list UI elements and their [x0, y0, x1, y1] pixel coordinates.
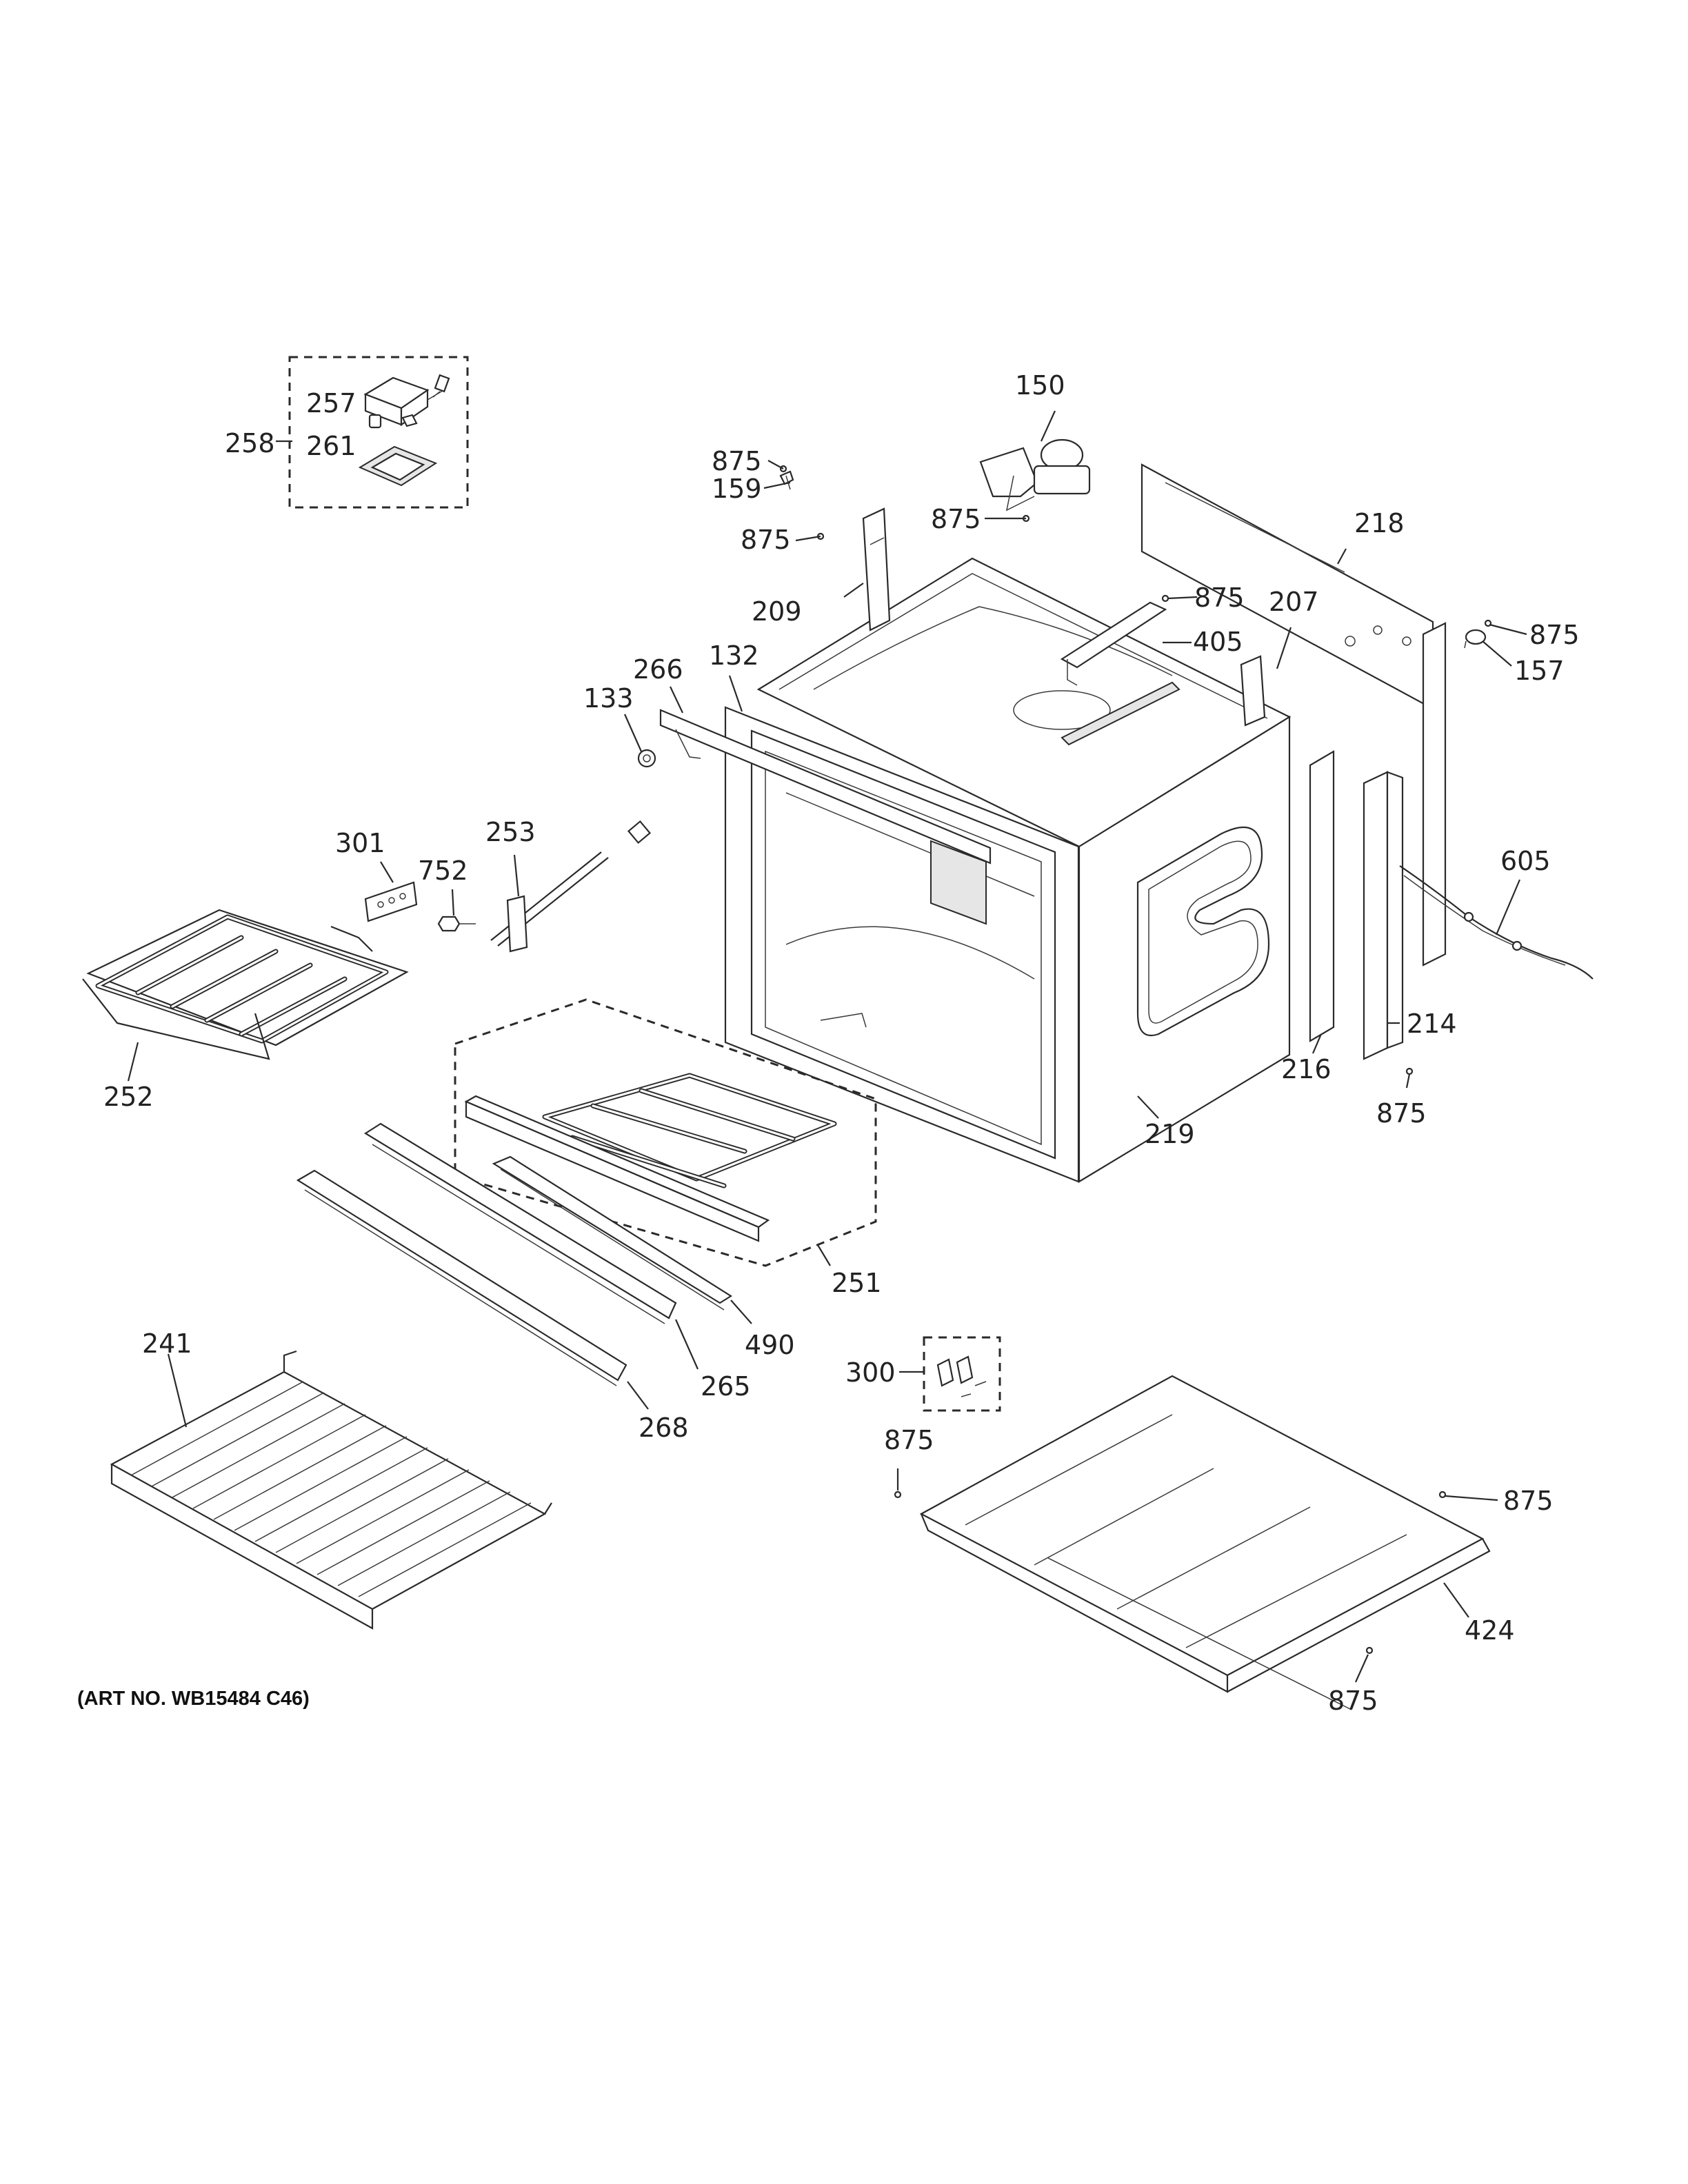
part-424-bottom-pan [919, 1375, 1491, 1710]
callout-605: 605 [1500, 846, 1551, 876]
callout-268: 268 [639, 1413, 689, 1443]
callout-752: 752 [418, 856, 468, 886]
part-216-strip [1309, 750, 1335, 1042]
callout-405: 405 [1193, 627, 1243, 657]
part-253-probe [490, 820, 652, 953]
part-405-duct [1060, 601, 1167, 686]
callout-875-i: 875 [1328, 1686, 1378, 1716]
part-241-rack [110, 1350, 552, 1630]
part-150-motor [979, 438, 1091, 512]
callout-875-a: 875 [712, 446, 762, 476]
screw-markers [779, 465, 1492, 1655]
callout-214: 214 [1407, 1009, 1457, 1039]
part-301-bracket [364, 881, 418, 922]
callout-218: 218 [1354, 508, 1405, 538]
part-214-channel [1363, 771, 1404, 1060]
callout-207: 207 [1269, 587, 1319, 617]
callout-241: 241 [142, 1328, 192, 1359]
callout-424: 424 [1465, 1615, 1515, 1646]
callout-133: 133 [583, 683, 634, 714]
callout-875-c: 875 [741, 525, 791, 555]
callout-150: 150 [1015, 370, 1065, 401]
callout-875-b: 875 [931, 504, 981, 534]
part-268-trim [296, 1169, 627, 1386]
callout-490: 490 [745, 1330, 795, 1360]
callout-257: 257 [306, 388, 356, 418]
callout-253: 253 [485, 817, 536, 847]
part-133 [637, 749, 656, 768]
part-252-broil-element [82, 909, 409, 1060]
rear-channel [1422, 622, 1447, 967]
callout-301: 301 [335, 828, 385, 858]
callout-261: 261 [306, 431, 356, 461]
callout-132: 132 [709, 640, 759, 671]
callout-875-d: 875 [1194, 583, 1245, 613]
callout-159: 159 [712, 474, 762, 504]
part-207-bracket [1240, 655, 1266, 727]
oven-cavity [659, 463, 1434, 1183]
art-number: (ART NO. WB15484 C46) [77, 1688, 310, 1710]
callout-875-h: 875 [1503, 1486, 1554, 1516]
callout-265: 265 [701, 1371, 751, 1402]
leader-lines [127, 410, 1527, 1683]
callout-300: 300 [845, 1357, 896, 1388]
part-605-harness [1399, 865, 1594, 980]
callout-219: 219 [1145, 1119, 1195, 1149]
callout-252: 252 [103, 1082, 154, 1112]
part-251-bake-assembly [454, 998, 877, 1267]
part-265-trim [363, 1122, 677, 1324]
callout-258: 258 [225, 428, 275, 458]
callout-875-e: 875 [1529, 620, 1580, 650]
part-209-bracket [862, 507, 891, 631]
part-258-assembly [288, 356, 469, 509]
part-157-sensor [1464, 629, 1487, 649]
callout-216: 216 [1281, 1054, 1332, 1084]
part-752-screw [437, 916, 476, 932]
callout-157: 157 [1514, 656, 1565, 686]
callout-labels: 150 875 159 875 875 218 209 875 207 405 … [103, 370, 1580, 1716]
callout-209: 209 [752, 596, 802, 627]
callout-875-g: 875 [884, 1425, 934, 1455]
part-300-assembly [923, 1336, 1001, 1412]
part-159-clip [779, 470, 794, 490]
callout-266: 266 [633, 654, 683, 685]
callout-875-f: 875 [1376, 1098, 1427, 1129]
part-490-slide [492, 1155, 733, 1311]
callout-251: 251 [832, 1268, 882, 1298]
